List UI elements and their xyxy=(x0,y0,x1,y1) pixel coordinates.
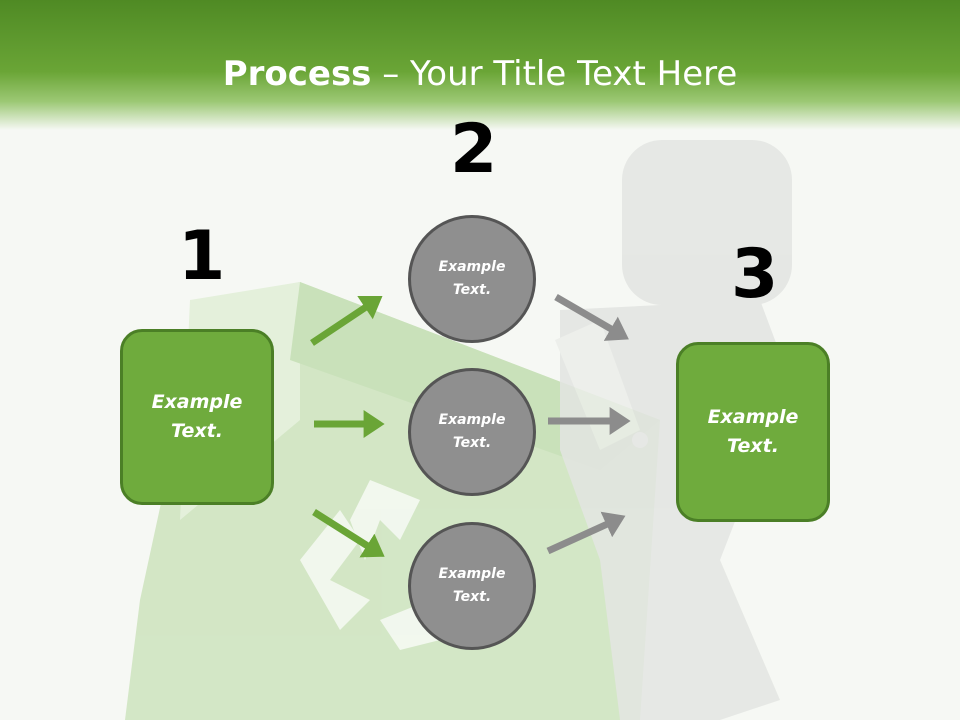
circle-3: Example Text. xyxy=(408,522,536,650)
arrow-gray-up xyxy=(546,511,626,555)
left-box-text: Example Text. xyxy=(151,391,243,442)
left-box: Example Text. xyxy=(120,329,274,505)
arrow-green-down xyxy=(312,509,385,558)
right-box: Example Text. xyxy=(676,342,830,522)
step-number-1: 1 xyxy=(178,217,226,296)
title-band xyxy=(0,0,960,130)
arrow-green-up xyxy=(310,296,383,346)
title-rest: – Your Title Text Here xyxy=(371,54,738,94)
circle-2: Example Text. xyxy=(408,368,536,496)
circle-3-text: Example Text. xyxy=(438,566,506,605)
step-number-3: 3 xyxy=(731,235,779,314)
right-box-text: Example Text. xyxy=(707,406,799,457)
title-bold: Process xyxy=(222,54,372,94)
circle-1: Example Text. xyxy=(408,215,536,343)
circle-2-text: Example Text. xyxy=(438,412,506,451)
circle-1-text: Example Text. xyxy=(438,259,506,298)
step-number-2: 2 xyxy=(450,110,498,189)
arrow-gray-down xyxy=(554,293,629,341)
slide-title: Process – Your Title Text Here xyxy=(0,52,960,96)
